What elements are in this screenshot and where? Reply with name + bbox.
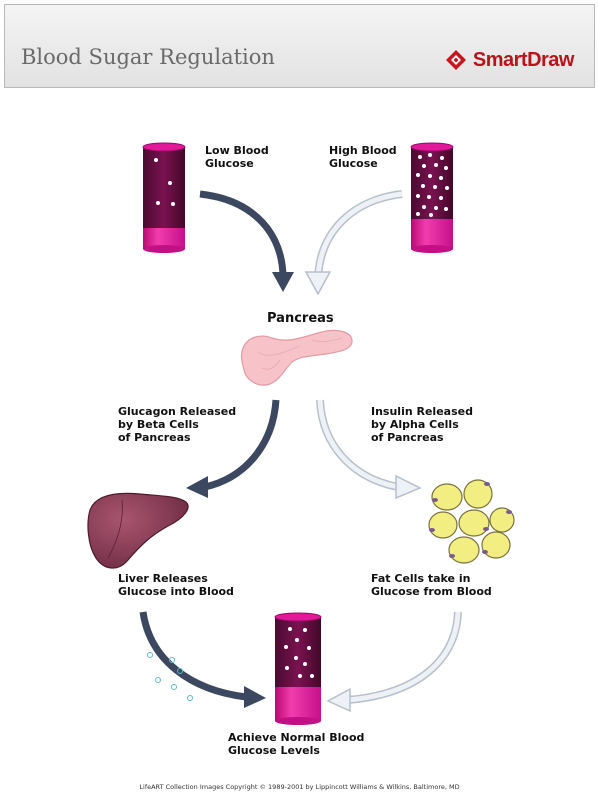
glucagon-label: Glucagon Released by Beta Cells of Pancr… — [118, 405, 240, 444]
arrow-liver-to-normal — [139, 611, 266, 708]
high-glucose-vessel — [410, 142, 454, 253]
liver-label: Liver Releases Glucose into Blood — [118, 572, 234, 598]
arrow-fat-to-normal — [326, 611, 462, 713]
fat-cells-label: Fat Cells take in Glucose from Blood — [371, 572, 492, 598]
pancreas-illustration — [240, 329, 353, 386]
brand-logo: SmartDraw — [445, 46, 575, 74]
arrow-pancreas-to-liver — [186, 399, 280, 498]
page-title: Blood Sugar Regulation — [21, 45, 275, 69]
fat-cells-illustration — [428, 479, 515, 564]
pancreas-label: Pancreas — [267, 311, 334, 326]
insulin-label: Insulin Released by Alpha Cells of Pancr… — [371, 405, 477, 444]
high-glucose-label: High Blood Glucose — [329, 144, 401, 170]
arrow-pancreas-to-fat — [316, 399, 422, 500]
diamond-logo-icon — [445, 50, 466, 70]
arrow-low-to-pancreas — [199, 190, 294, 292]
arrow-high-to-pancreas — [304, 190, 403, 296]
normal-glucose-label: Achieve Normal Blood Glucose Levels — [228, 731, 368, 757]
normal-glucose-vessel — [274, 612, 322, 725]
copyright-footer: LifeART Collection Images Copyright © 19… — [139, 783, 460, 791]
header-bar: Blood Sugar Regulation SmartDraw — [4, 4, 595, 88]
brand-name: SmartDraw — [472, 48, 575, 71]
glucose-bubbles — [147, 652, 193, 701]
liver-illustration — [87, 492, 189, 569]
low-glucose-label: Low Blood Glucose — [205, 144, 273, 170]
low-glucose-vessel — [142, 142, 186, 253]
